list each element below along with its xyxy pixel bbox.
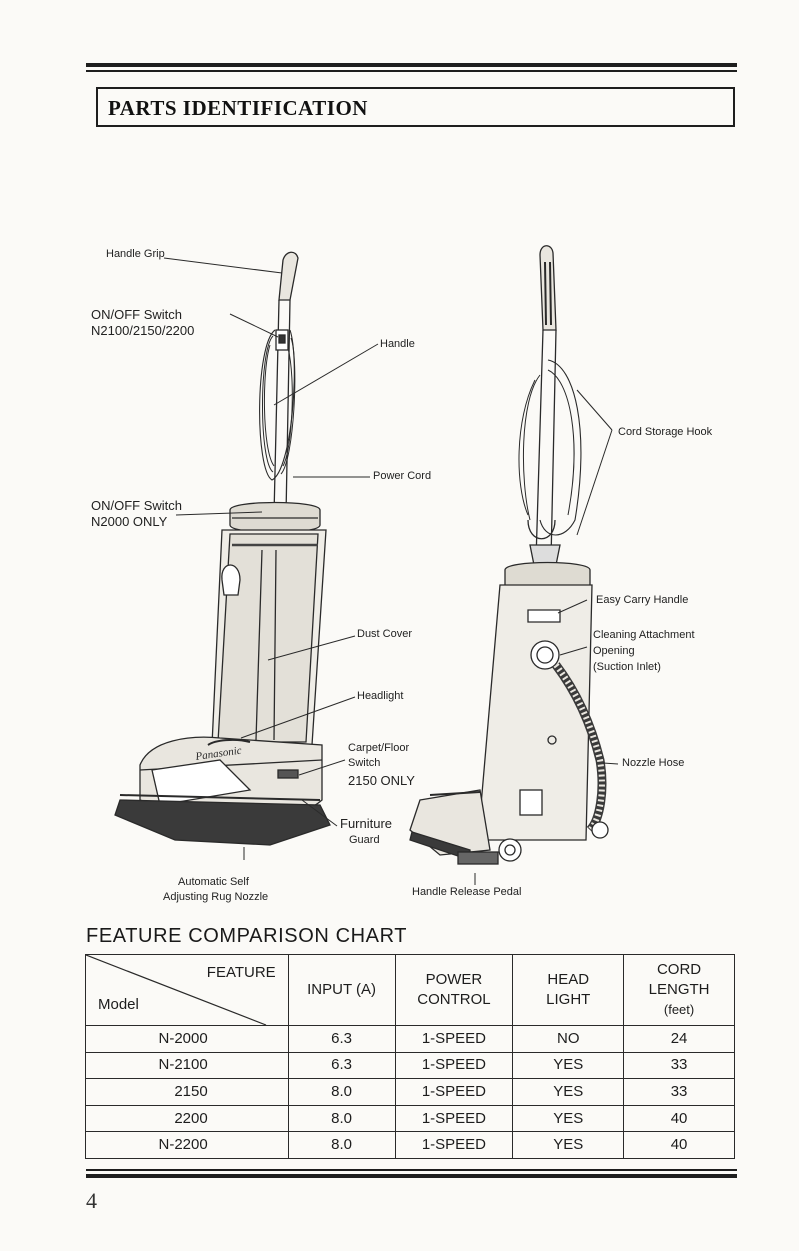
label-onoff-switch-2a: ON/OFF Switch: [91, 498, 183, 513]
cord-cell: 33: [623, 1051, 735, 1080]
input-cell: 8.0: [287, 1104, 396, 1133]
chart-title: FEATURE COMPARISON CHART: [86, 925, 408, 947]
input-cell: 8.0: [287, 1078, 396, 1106]
label-handle-release-pedal: Handle Release Pedal: [412, 886, 522, 898]
top-rule-thick: [86, 63, 737, 67]
cord-cell: 40: [623, 1104, 735, 1133]
table-row: N-2000 6.3 1-SPEED NO 24: [85, 1025, 735, 1053]
label-dust-cover: Dust Cover: [357, 628, 413, 640]
input-cell: 8.0: [287, 1131, 396, 1159]
model-cell: 2150: [85, 1078, 289, 1106]
page-heading: PARTS IDENTIFICATION: [108, 96, 368, 120]
bottom-rule-thick: [86, 1174, 737, 1178]
front-vacuum-drawing: [114, 251, 331, 846]
corner-feature-label: FEATURE: [206, 964, 276, 981]
label-carpet-floor-c: 2150 ONLY: [348, 773, 415, 788]
label-easy-carry-handle: Easy Carry Handle: [596, 594, 689, 606]
label-onoff-switch-1a: ON/OFF Switch: [91, 307, 183, 322]
label-cleaning-b: Opening: [593, 645, 635, 657]
model-cell: N-2200: [85, 1131, 289, 1159]
power-cell: 1-SPEED: [394, 1131, 514, 1159]
power-cell: 1-SPEED: [394, 1104, 514, 1133]
corner-cell: FEATURE Model: [85, 954, 289, 1026]
cord-cell: 40: [623, 1131, 735, 1159]
headlight-cell: NO: [512, 1025, 625, 1053]
diagonal-divider: [86, 955, 267, 1025]
label-furniture-b: Guard: [349, 834, 380, 846]
leader-lines: [163, 257, 619, 885]
headlight-cell: YES: [512, 1051, 625, 1080]
table-row: N-2200 8.0 1-SPEED YES 40: [85, 1131, 735, 1159]
label-onoff-switch-2b: N2000 ONLY: [91, 514, 168, 529]
header-input: INPUT (A): [287, 954, 396, 1026]
label-power-cord: Power Cord: [373, 470, 432, 482]
label-rug-nozzle-a: Automatic Self: [178, 876, 249, 888]
heading-box: [96, 87, 735, 127]
label-cleaning-c: (Suction Inlet): [593, 661, 661, 673]
label-handle: Handle: [380, 338, 415, 350]
model-cell: N-2000: [85, 1025, 289, 1053]
model-cell: 2200: [85, 1104, 289, 1133]
back-vacuum-drawing: [409, 245, 609, 865]
label-rug-nozzle-b: Adjusting Rug Nozzle: [163, 891, 269, 903]
label-nozzle-hose: Nozzle Hose: [622, 757, 685, 769]
headlight-cell: YES: [512, 1104, 625, 1133]
top-rule-thin: [86, 70, 737, 72]
headlight-cell: YES: [512, 1131, 625, 1159]
corner-model-label: Model: [98, 996, 139, 1013]
power-cell: 1-SPEED: [394, 1051, 514, 1080]
label-cleaning-a: Cleaning Attachment: [593, 629, 695, 641]
cord-cell: 33: [623, 1078, 735, 1106]
cord-cell: 24: [623, 1025, 735, 1053]
table-row: 2200 8.0 1-SPEED YES 40: [85, 1104, 735, 1133]
label-furniture-a: Furniture: [340, 816, 393, 831]
table-row: 2150 8.0 1-SPEED YES 33: [85, 1078, 735, 1106]
label-headlight: Headlight: [357, 690, 404, 702]
label-onoff-switch-1b: N2100/2150/2200: [91, 323, 195, 338]
page-number: 4: [86, 1188, 97, 1213]
label-handle-grip: Handle Grip: [106, 248, 165, 260]
label-cord-storage-hook: Cord Storage Hook: [618, 426, 713, 438]
bottom-rule-thin: [86, 1169, 737, 1171]
power-cell: 1-SPEED: [394, 1025, 514, 1053]
table-row: N-2100 6.3 1-SPEED YES 33: [85, 1051, 735, 1080]
input-cell: 6.3: [287, 1025, 396, 1053]
headlight-cell: YES: [512, 1078, 625, 1106]
label-carpet-floor-a: Carpet/Floor: [348, 742, 410, 754]
label-carpet-floor-b: Switch: [348, 757, 381, 769]
power-cell: 1-SPEED: [394, 1078, 514, 1106]
model-cell: N-2100: [85, 1051, 289, 1080]
input-cell: 6.3: [287, 1051, 396, 1080]
